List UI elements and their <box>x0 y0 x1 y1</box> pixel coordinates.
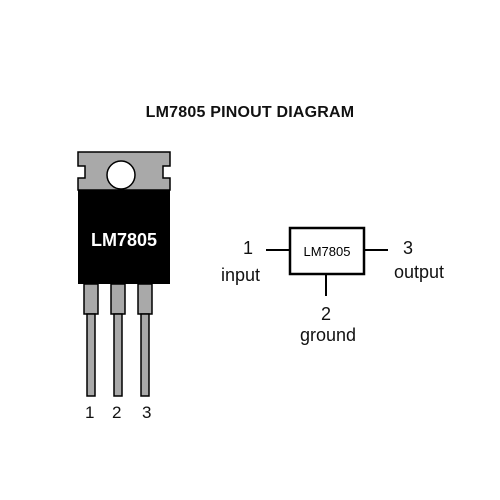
ground-pin-number: 2 <box>321 304 332 324</box>
ground-pin-name: ground <box>300 325 357 345</box>
block-label: LM7805 <box>304 244 351 259</box>
package-pin-number-2: 2 <box>112 403 122 422</box>
mounting-hole <box>106 160 136 190</box>
package-label: LM7805 <box>91 230 157 250</box>
package-body <box>78 190 170 284</box>
regulator-block <box>288 226 366 276</box>
input-pin-name: input <box>221 265 261 285</box>
input-pin-number: 1 <box>243 238 254 258</box>
leg-1 <box>83 283 99 397</box>
package-pin-number-1: 1 <box>85 403 95 422</box>
output-pin-name: output <box>394 262 445 282</box>
diagram-title: LM7805 PINOUT DIAGRAM <box>145 104 355 121</box>
leg-3 <box>137 283 153 397</box>
leg-2 <box>110 283 126 397</box>
package-pin-number-3: 3 <box>142 403 152 422</box>
output-pin-number: 3 <box>403 238 414 258</box>
